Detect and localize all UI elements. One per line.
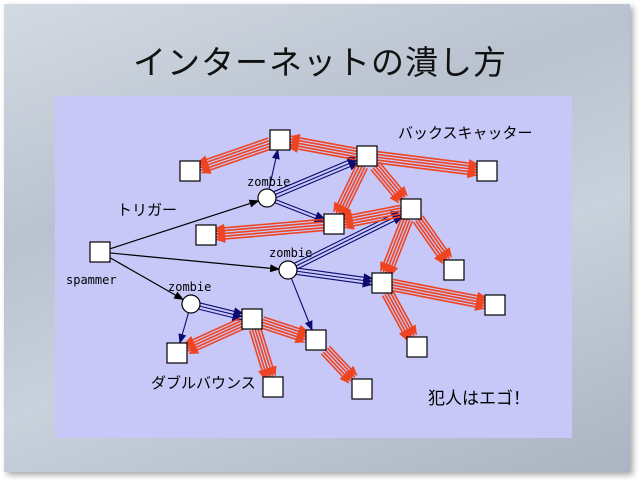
bounce-arrow bbox=[391, 284, 486, 306]
zombie-command-arrow bbox=[274, 202, 325, 223]
bounce-arrow bbox=[381, 295, 408, 341]
bounce-arrow bbox=[343, 212, 402, 228]
host-node bbox=[195, 224, 217, 246]
zombie-command-arrow bbox=[273, 156, 357, 193]
backscatter-label: バックスキャッター bbox=[398, 124, 533, 142]
bounce-arrow bbox=[260, 326, 306, 344]
bounce-arrow bbox=[184, 320, 242, 347]
bounce-arrow bbox=[197, 137, 269, 164]
bounce-arrow bbox=[188, 327, 245, 355]
bounce-arrow bbox=[199, 142, 271, 169]
diagram-panel bbox=[55, 96, 572, 438]
bounce-arrow bbox=[183, 317, 241, 345]
slide-title: インターネットの潰し方 bbox=[133, 43, 507, 82]
culprit-label: 犯人はエゴ！ bbox=[428, 388, 530, 409]
host-node bbox=[406, 336, 428, 358]
bounce-arrow bbox=[333, 163, 358, 213]
bounce-arrow bbox=[376, 156, 478, 173]
host-node bbox=[484, 294, 506, 316]
host-node bbox=[400, 198, 422, 220]
zombie-label-1: zombie bbox=[247, 175, 290, 189]
zombie-command-arrow bbox=[296, 270, 373, 285]
host-node bbox=[323, 213, 345, 235]
zombie-command-arrow bbox=[268, 149, 280, 190]
bounce-arrow bbox=[341, 204, 401, 219]
nodes bbox=[89, 129, 506, 400]
bounce-arrow bbox=[370, 169, 400, 204]
bounce-arrow bbox=[392, 281, 487, 303]
bounce-arrow bbox=[376, 159, 478, 176]
bounce-arrow bbox=[343, 210, 402, 225]
bounce-arrow bbox=[215, 229, 325, 243]
bounce-arrow bbox=[344, 215, 403, 230]
bounce-arrow bbox=[288, 145, 357, 161]
zombie-command-arrow bbox=[275, 159, 358, 196]
trigger-arrow bbox=[109, 199, 260, 250]
bounce-arrow bbox=[215, 226, 325, 241]
bounce-arrow bbox=[390, 289, 485, 311]
zombie-command-arrow bbox=[290, 278, 313, 331]
edges bbox=[109, 134, 488, 384]
bounce-arrow bbox=[391, 286, 486, 309]
host-node bbox=[305, 329, 327, 351]
bounce-arrow bbox=[215, 224, 325, 238]
host-node bbox=[356, 145, 378, 167]
host-node bbox=[443, 259, 465, 281]
bounce-arrow bbox=[248, 330, 266, 380]
bounce-arrow bbox=[376, 162, 478, 179]
bounce-arrow bbox=[290, 134, 359, 150]
bounce-arrow bbox=[342, 207, 401, 222]
host-node bbox=[262, 376, 284, 398]
host-node bbox=[371, 272, 393, 294]
trigger-label: トリガー bbox=[117, 201, 177, 219]
bounce-arrow bbox=[186, 322, 243, 350]
trigger-arrow bbox=[109, 257, 185, 301]
bounce-arrow bbox=[187, 325, 244, 352]
bounce-arrow bbox=[412, 221, 444, 265]
host-node bbox=[179, 160, 201, 182]
zombie-label-3: zombie bbox=[168, 280, 211, 294]
zombie-command-arrow bbox=[198, 308, 243, 322]
bounce-arrow bbox=[392, 278, 488, 300]
zombie-node bbox=[181, 294, 201, 314]
bounce-arrow bbox=[214, 221, 324, 235]
zombie-command-arrow bbox=[297, 267, 374, 282]
host-node bbox=[241, 308, 263, 330]
bounce-arrow bbox=[320, 353, 350, 384]
bounce-arrow bbox=[379, 216, 403, 272]
host-node bbox=[269, 129, 291, 151]
bounce-arrow bbox=[288, 142, 357, 158]
double-bounce-label: ダブルバウンス bbox=[151, 374, 256, 392]
bounce-arrow bbox=[289, 139, 358, 155]
zombie-command-arrow bbox=[276, 162, 360, 198]
host-node bbox=[166, 342, 188, 364]
host-node bbox=[89, 241, 111, 263]
bounce-arrow bbox=[289, 136, 358, 153]
bounce-arrow bbox=[199, 145, 272, 172]
zombie-command-arrow bbox=[178, 312, 190, 344]
bounce-arrow bbox=[200, 147, 273, 174]
host-node bbox=[476, 160, 498, 182]
zombie-command-arrow bbox=[295, 213, 402, 267]
zombie-label-2: zombie bbox=[269, 246, 312, 260]
bounce-arrow bbox=[214, 218, 324, 232]
zombie-node bbox=[257, 188, 277, 208]
bounce-arrow bbox=[377, 150, 479, 168]
zombie-node bbox=[278, 260, 298, 280]
zombie-command-arrow bbox=[296, 273, 373, 288]
bounce-arrow bbox=[198, 140, 270, 166]
zombie-command-arrow bbox=[297, 216, 404, 270]
bounce-arrow bbox=[377, 153, 479, 170]
trigger-arrow bbox=[109, 252, 281, 273]
spammer-label: spammer bbox=[66, 273, 117, 287]
host-node bbox=[351, 378, 373, 400]
